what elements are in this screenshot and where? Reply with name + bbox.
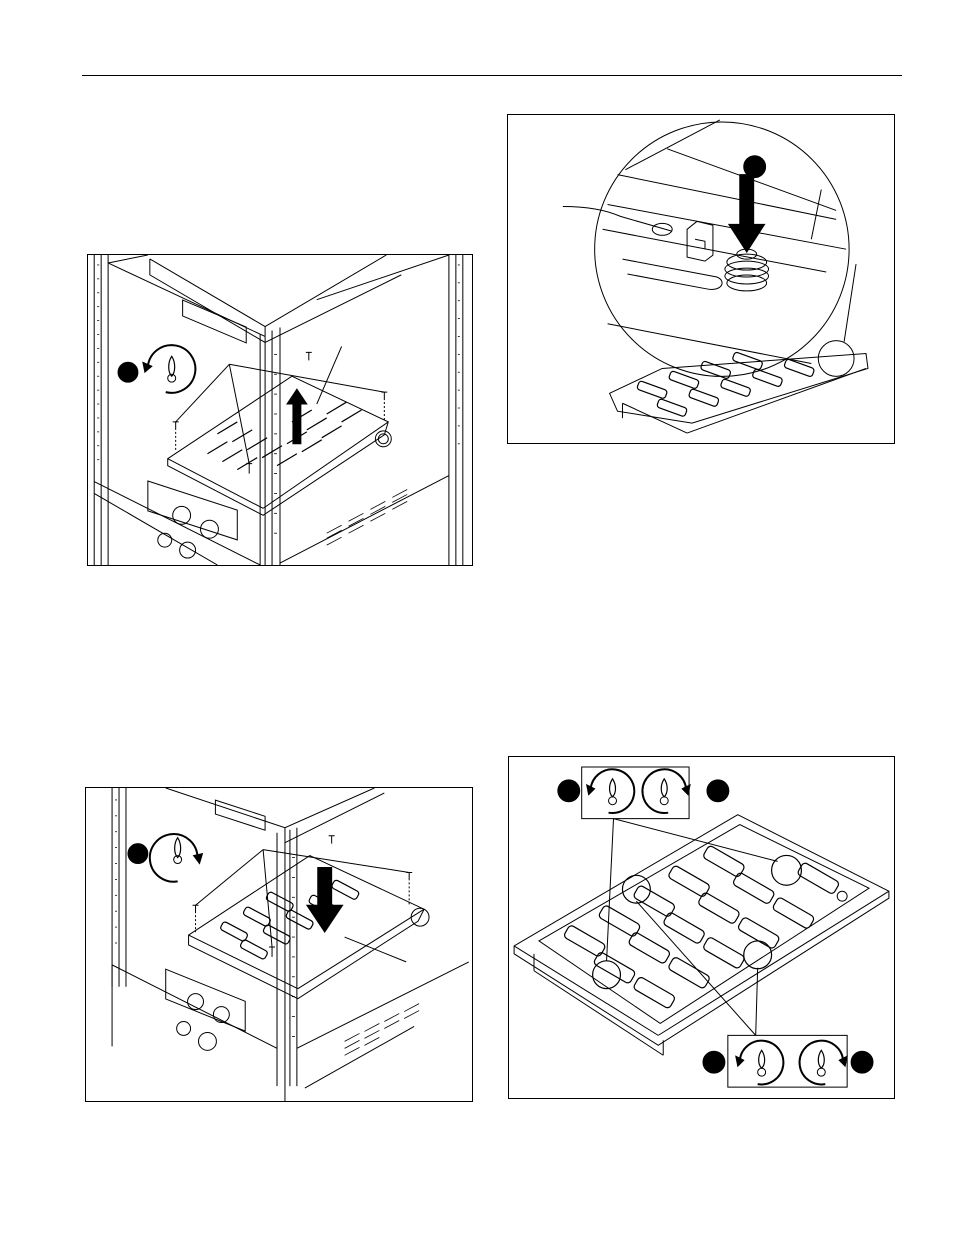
header-rule xyxy=(82,75,902,76)
rack-rail-left xyxy=(112,788,126,987)
callout-bullet xyxy=(744,156,766,178)
rack-rail-left xyxy=(94,255,108,565)
figure-install-tray xyxy=(85,787,473,1102)
figure-plunger-detail xyxy=(507,114,895,444)
clockwise-screw-icon xyxy=(150,834,203,882)
tray xyxy=(189,856,429,999)
callout-bullet xyxy=(703,1051,725,1073)
callout-bullet xyxy=(851,1051,873,1073)
tray xyxy=(514,815,889,1056)
arrow-down-icon xyxy=(729,175,765,253)
figure-tray-screw-points xyxy=(508,756,895,1099)
counterclockwise-screw-icon xyxy=(143,345,196,393)
center-post xyxy=(260,328,280,565)
callout-bullet xyxy=(558,780,580,802)
cabinet-top xyxy=(166,788,385,1101)
latch xyxy=(687,221,713,261)
callout-bullet xyxy=(118,362,138,382)
clockwise-screw-icon xyxy=(800,1041,848,1085)
rack-rail-right xyxy=(449,255,463,565)
callout-bullet xyxy=(128,844,148,864)
cabinet-top xyxy=(108,255,449,565)
leader-line xyxy=(563,206,672,231)
figure-remove-vented-panel xyxy=(87,254,473,566)
callout-bullet xyxy=(707,780,729,802)
callout-leaders xyxy=(196,850,410,962)
detail-marker xyxy=(652,223,672,235)
counterclockwise-screw-icon xyxy=(736,1041,784,1085)
tray-small xyxy=(610,264,868,433)
clockwise-screw-icon xyxy=(642,769,690,813)
magnified-view xyxy=(595,120,849,376)
arrow-up-icon xyxy=(287,389,307,444)
counterclockwise-screw-icon xyxy=(587,769,635,813)
screws xyxy=(193,836,413,957)
plunger xyxy=(725,249,769,291)
